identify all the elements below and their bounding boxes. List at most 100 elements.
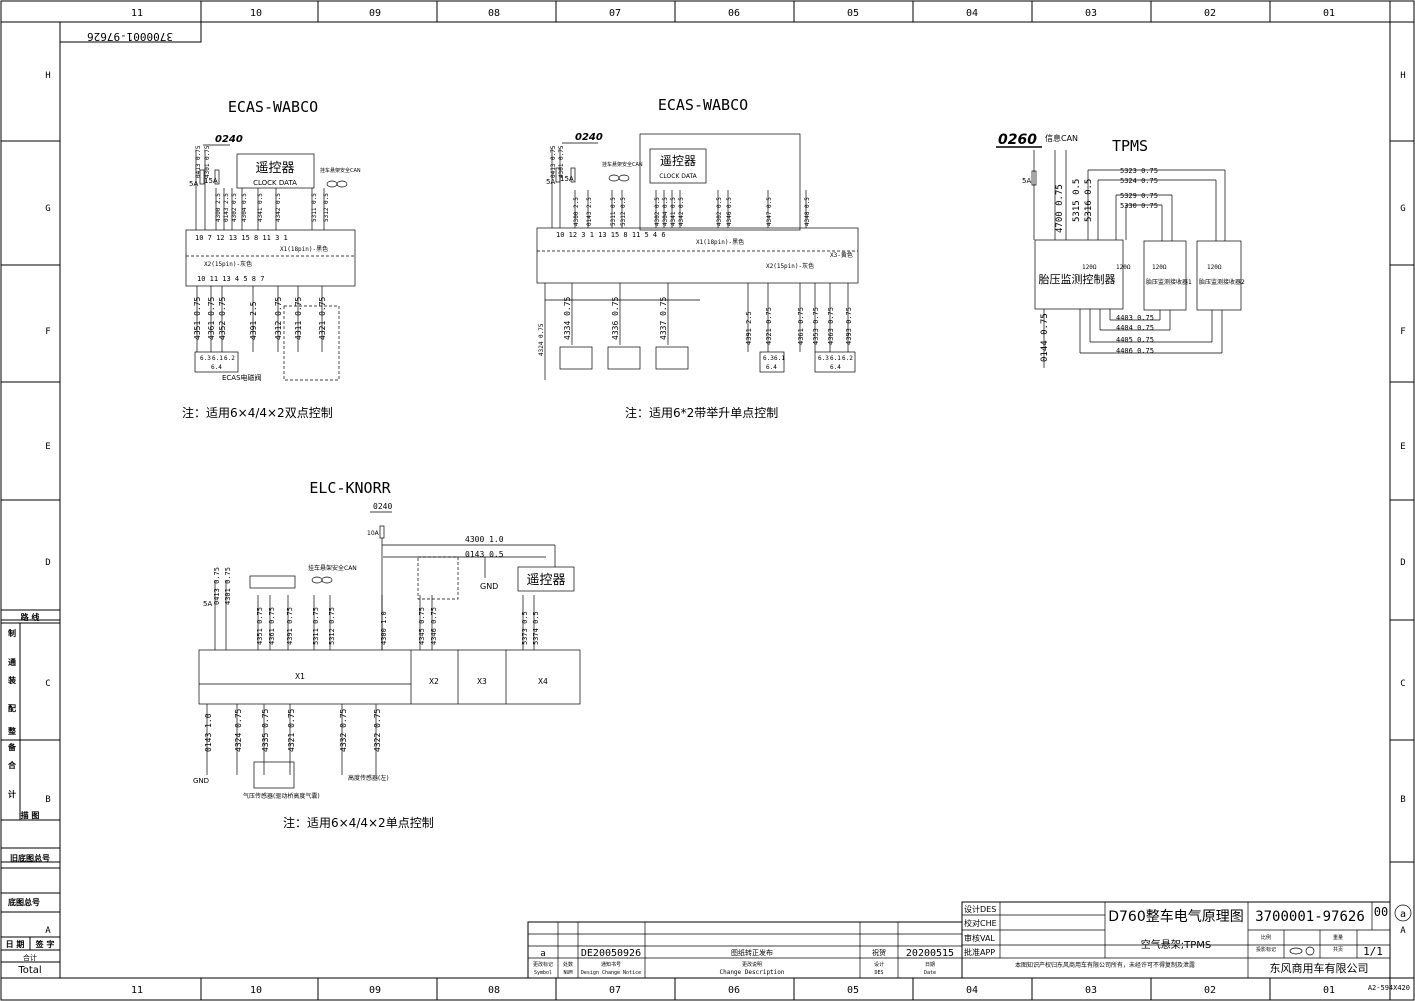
- wire-label: 4321 0.75: [287, 708, 296, 752]
- connector-pin: 6.2: [842, 355, 853, 362]
- col-label: 04: [966, 985, 978, 996]
- pressure-sensor: [607, 346, 641, 370]
- wire-label: 4312 0.75: [274, 296, 283, 340]
- wire-label: 4351 0.75: [256, 607, 264, 645]
- projection-icon: [1289, 947, 1303, 955]
- sheet-size: A2-594X420: [1368, 984, 1410, 992]
- header-en: Date: [924, 970, 936, 976]
- projection-label: 投影标记: [1256, 946, 1276, 953]
- controller-label: 胎压监测控制器: [1039, 272, 1116, 286]
- pressure-sensor: [559, 346, 593, 370]
- resistor-label: 120Ω: [1207, 264, 1222, 271]
- fuse-label: 15A: [204, 177, 218, 185]
- wire-label: 5315 0.5: [1072, 179, 1082, 222]
- wire-label: 4324 0.75: [234, 708, 243, 752]
- col-label: 06: [728, 8, 740, 19]
- wire-label: 5374 0.5: [532, 611, 540, 645]
- wire-label: 4337 0.75: [659, 296, 668, 340]
- col-label: 03: [1085, 8, 1097, 19]
- date-label: 日 期: [6, 939, 25, 949]
- diagram-ecas-double: ECAS-WABCO 0240 5A 15A 遥控器 CLOCK DATA 挂车…: [182, 98, 361, 420]
- header-cn: 日期: [925, 962, 935, 968]
- remote-box: [649, 148, 707, 184]
- projection-icon: [1305, 946, 1315, 956]
- wire-label: 5324 0.75: [1120, 177, 1158, 185]
- pin-row: 10 11 13 4 5 8 7: [197, 275, 264, 283]
- connector-pin: 6.3: [763, 355, 774, 362]
- revision: 00: [1374, 905, 1388, 919]
- wire-label: 4345 0.75: [418, 607, 426, 645]
- top-column-labels: 11 10 09 08 07 06 05 04 03 02 01: [131, 8, 1335, 19]
- wire-label: 4393 0.75: [845, 307, 853, 345]
- wire-label: 4304 0.5: [241, 193, 248, 222]
- header-en: Design Change Notice: [581, 970, 641, 976]
- row-label: D: [1400, 558, 1405, 568]
- col-label: 10: [250, 8, 262, 19]
- wire-label: 4301 0.75: [558, 145, 565, 178]
- wire-label: 0143 1.0: [204, 713, 213, 752]
- wire-label: 5312 0.5: [620, 197, 627, 226]
- can-label: 信息CAN: [1045, 133, 1078, 143]
- col-label: 09: [369, 8, 381, 19]
- header-en: Symbol: [534, 970, 552, 976]
- height-sensor-label: 高度传感器(左): [348, 774, 389, 782]
- wire-label: 4311 0.75: [294, 296, 303, 340]
- x1-label: X1(18pin)-黑色: [280, 245, 328, 253]
- fuse-tag: 0240: [215, 134, 243, 145]
- revision-circle: a: [1400, 909, 1406, 920]
- row-label: G: [45, 204, 50, 214]
- wire-label: 5329 0.75: [1120, 192, 1158, 200]
- connector-bank: [198, 649, 581, 705]
- wire-label: 4352 0.75: [218, 296, 227, 340]
- wire-label: 4302 0.5: [654, 197, 661, 226]
- wire-label: 4363 0.75: [827, 307, 835, 345]
- row-labels-left: H G F E D C B A: [45, 71, 51, 936]
- row-label: F: [1400, 327, 1405, 337]
- row-label: B: [1400, 795, 1405, 805]
- fuse-tag: 0260: [998, 132, 1037, 148]
- diagram-title: ELC-KNORR: [309, 479, 391, 497]
- col-label: 10: [250, 985, 262, 996]
- diagram-note: 注：适用6*2带举升单点控制: [625, 405, 778, 420]
- diagram-elc-knorr: ELC-KNORR 0240 10A 5A 4300 1.0 0143 0.5 …: [193, 479, 581, 830]
- wire-label: 4403 0.75: [1116, 314, 1154, 322]
- fuse-label: 5A: [203, 600, 212, 608]
- wire-label: 4346 0.5: [726, 197, 733, 226]
- change-date: 20200515: [906, 948, 954, 959]
- resistor-label: 120Ω: [1116, 264, 1131, 271]
- wire-label: 5311 0.5: [610, 197, 617, 226]
- receiver-label: 胎压监测接收器1: [1146, 278, 1192, 286]
- can-label: 挂车悬架安全CAN: [320, 167, 361, 174]
- wire-label: 4391 2.5: [249, 301, 258, 340]
- wire-label: 4336 0.75: [611, 296, 620, 340]
- bottom-column-labels: 11 10 09 08 07 06 05 04 03 02 01: [131, 985, 1335, 996]
- panel-cell: 制: [8, 628, 16, 638]
- pressure-sensor: [253, 761, 295, 789]
- mirrored-drawing-number: 3700001-97626: [87, 30, 173, 43]
- row-label: H: [1400, 71, 1405, 81]
- row-label: E: [45, 442, 50, 452]
- pin-row: 10 12 3 1 13 15 8 11 5 4 6: [556, 231, 666, 239]
- left-record-panel: 路 线 制 通 装 配 整 备 合 计 描 图 旧底图总号 底图总号 日 期 签…: [1, 609, 60, 976]
- wire-label: 0413 0.75: [550, 145, 557, 178]
- wire-label: 0144 0.75: [1040, 313, 1050, 362]
- col-label: 05: [847, 985, 859, 996]
- header-en: NUM: [563, 970, 572, 976]
- wire-label: 4404 0.75: [1116, 324, 1154, 332]
- connector-label: X1: [295, 672, 305, 681]
- wire-label: 4300 1.0: [380, 611, 388, 645]
- wire-label: 4324 0.75: [538, 323, 545, 356]
- wire-label: 5312 0.5: [323, 193, 330, 222]
- row-label: H: [45, 71, 50, 81]
- header-en: DES: [874, 970, 883, 976]
- wire-label: 4342 0.5: [678, 197, 685, 226]
- resistor-label: 120Ω: [1152, 264, 1167, 271]
- diagram-ecas-lift: ECAS-WABCO 0240 5A 15A 挂车悬架安全CAN 遥控器 CLO…: [536, 96, 859, 420]
- wire-label: 4406 0.75: [1116, 347, 1154, 355]
- tpms-controller-box: [1034, 239, 1124, 310]
- x1-label: X1(18pin)-黑色: [696, 238, 744, 246]
